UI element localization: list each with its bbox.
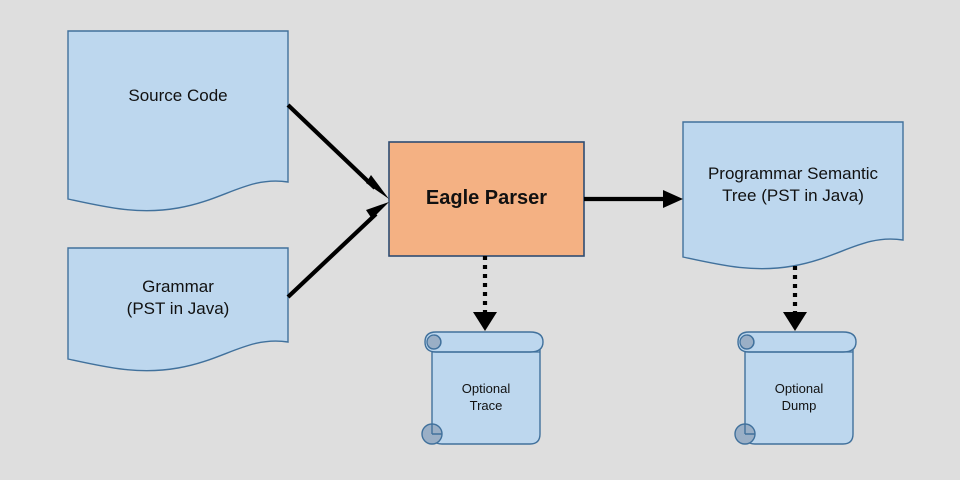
scroll-top-curl-spiral — [740, 334, 755, 350]
connector-eagle-parser-to-pst — [584, 190, 683, 208]
scroll-body — [744, 344, 854, 445]
shape-optional-trace-scroll[interactable] — [421, 331, 544, 445]
scroll-bottom-curl-lines — [744, 424, 755, 435]
scroll-top-curl-spiral — [427, 334, 442, 350]
shape-grammar-document[interactable] — [67, 247, 289, 372]
scroll-top-roll — [424, 331, 544, 353]
connector-source-code-to-eagle-parser — [286, 103, 389, 199]
scroll-top-roll — [737, 331, 857, 353]
arrowhead — [473, 312, 497, 331]
arrowhead — [783, 312, 807, 331]
arrowhead — [366, 202, 389, 219]
connector-pst-to-optional-dump — [783, 266, 807, 331]
connector-grammar-to-eagle-parser — [286, 202, 389, 299]
connector-eagle-parser-to-optional-trace — [473, 256, 497, 331]
scroll-body — [431, 344, 541, 445]
arrowhead — [366, 175, 389, 199]
arrowhead — [663, 190, 683, 208]
shape-source-code-document[interactable] — [67, 30, 289, 212]
shape-optional-dump-scroll[interactable] — [734, 331, 857, 445]
shape-eagle-parser-process[interactable] — [388, 141, 585, 257]
scroll-bottom-curl-lines — [431, 424, 442, 435]
shape-pst-document[interactable] — [682, 121, 904, 270]
